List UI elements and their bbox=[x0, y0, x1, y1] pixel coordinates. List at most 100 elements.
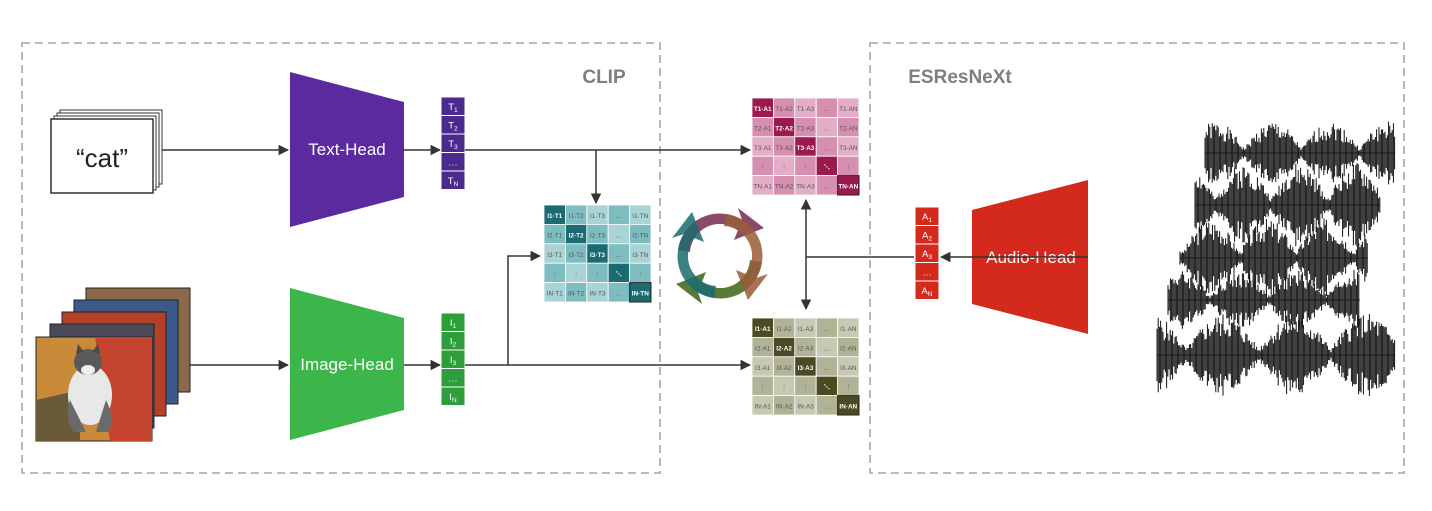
text-embedding-label: TN bbox=[448, 176, 459, 188]
text_audio-matrix-label: TN·A3 bbox=[796, 184, 815, 191]
image_audio-matrix-label: … bbox=[824, 345, 830, 352]
audio-embedding-label: … bbox=[922, 268, 932, 279]
image_text-matrix-label: IN·T2 bbox=[568, 291, 584, 298]
image_text-matrix-label: I2·T2 bbox=[569, 232, 584, 239]
image_text-matrix-label: … bbox=[616, 232, 622, 239]
image_audio-matrix-label: … bbox=[824, 404, 830, 411]
text_audio-matrix-label: T1·A1 bbox=[754, 106, 772, 113]
image-embedding-label: IN bbox=[449, 392, 457, 404]
image-embedding-cell bbox=[440, 386, 466, 406]
text-input-label: “cat” bbox=[76, 143, 128, 173]
image_audio-matrix-label: I1·A1 bbox=[755, 326, 771, 333]
image_audio-matrix-label: IN·A1 bbox=[755, 404, 772, 411]
image_text-matrix-label: … bbox=[616, 213, 622, 220]
text-embedding-cell bbox=[440, 170, 466, 190]
image_text-matrix-label: I3·T2 bbox=[569, 252, 584, 259]
text_audio-matrix-label: T3·A1 bbox=[754, 145, 772, 152]
text_audio-matrix-label: T3·A2 bbox=[775, 145, 793, 152]
text_audio-matrix-label: … bbox=[824, 184, 830, 191]
image-embedding-label: I1 bbox=[450, 318, 457, 330]
image-embedding-label: I3 bbox=[450, 355, 457, 367]
image-head bbox=[290, 288, 404, 440]
image_text-matrix-label: I3·T1 bbox=[547, 252, 562, 259]
image_audio-matrix-label: ⋮ bbox=[781, 384, 787, 391]
text-embedding-label: … bbox=[448, 158, 458, 169]
text_audio-matrix-label: T2·A2 bbox=[775, 125, 793, 132]
image-head-label: Image-Head bbox=[300, 355, 394, 374]
image_audio-matrix-label: I2·A2 bbox=[776, 345, 792, 352]
image-embedding-label: I2 bbox=[450, 337, 457, 349]
image_audio-matrix-label: I2·AN bbox=[840, 345, 857, 352]
image_audio-matrix-label: I2·A1 bbox=[755, 345, 771, 352]
image_audio-matrix-label: ⋱ bbox=[824, 384, 830, 391]
text-embedding-label: T3 bbox=[448, 139, 458, 151]
clip-group-border bbox=[21, 42, 661, 474]
image_text-matrix-label: ⋮ bbox=[552, 271, 558, 278]
image_text-matrix-label: I2·T1 bbox=[547, 232, 562, 239]
text_audio-matrix-label: ⋮ bbox=[760, 164, 766, 171]
image_audio-matrix-label: I3·A2 bbox=[776, 365, 792, 372]
image_text-matrix-label: I3·TN bbox=[632, 252, 648, 259]
image_text-matrix-label: … bbox=[616, 291, 622, 298]
text_audio-matrix-label: T1·AN bbox=[839, 106, 858, 113]
text_audio-matrix-label: T2·AN bbox=[839, 125, 858, 132]
image_audio-matrix-label: IN·A2 bbox=[776, 404, 793, 411]
audio-embedding-label: AN bbox=[921, 286, 932, 298]
image_audio-matrix-label: I3·A3 bbox=[798, 365, 814, 372]
text-head-label: Text-Head bbox=[308, 140, 385, 159]
image_text-matrix-label: I2·TN bbox=[632, 232, 648, 239]
text_audio-matrix-label: T1·A3 bbox=[797, 106, 815, 113]
waveform-icon bbox=[1156, 121, 1396, 396]
text_audio-matrix-label: T2·A1 bbox=[754, 125, 772, 132]
image_audio-matrix-label: … bbox=[824, 326, 830, 333]
esresnext-label: ESResNeXt bbox=[908, 67, 1012, 88]
image_text-matrix-label: IN·TN bbox=[632, 291, 649, 298]
image_audio-matrix-label: I1·A3 bbox=[798, 326, 814, 333]
image_audio-matrix-label: ⋮ bbox=[760, 384, 766, 391]
text_audio-matrix-label: ⋮ bbox=[781, 164, 787, 171]
image-audio-similarity-matrix: I1·A1 I1·A2 I1·A3 … I1·AN I2·A1 I2·A2 I2·A3 … I2·… bbox=[751, 317, 860, 416]
audio-embedding-label: A1 bbox=[922, 212, 932, 224]
cat-photo-icon bbox=[35, 287, 191, 442]
image_text-matrix-label: I1·T2 bbox=[569, 213, 584, 220]
image_audio-matrix-label: … bbox=[824, 365, 830, 372]
image_text-matrix-label: ⋮ bbox=[637, 271, 643, 278]
text_audio-matrix-label: TN·AN bbox=[838, 184, 858, 191]
audio-embedding-label: A2 bbox=[922, 231, 932, 243]
text_audio-matrix-label: T3·AN bbox=[839, 145, 858, 152]
text-head bbox=[290, 72, 404, 227]
image_text-matrix-label: I1·TN bbox=[632, 213, 648, 220]
text_audio-matrix-label: T2·A3 bbox=[797, 125, 815, 132]
image_text-matrix-label: … bbox=[616, 252, 622, 259]
cycle-arrows-icon bbox=[672, 208, 768, 304]
image_audio-matrix-label: I1·A2 bbox=[776, 326, 792, 333]
image_audio-matrix-label: I2·A3 bbox=[798, 345, 814, 352]
image_audio-matrix-label: I1·AN bbox=[840, 326, 857, 333]
text-embedding-label: T2 bbox=[448, 121, 458, 133]
image_audio-matrix-label: ⋮ bbox=[802, 384, 808, 391]
text_audio-matrix-label: … bbox=[824, 145, 830, 152]
image_text-matrix-label: IN·T3 bbox=[590, 291, 606, 298]
text_audio-matrix-label: TN·A2 bbox=[775, 184, 794, 191]
image_text-matrix-label: IN·T1 bbox=[547, 291, 563, 298]
audio-embedding-label: A3 bbox=[922, 249, 932, 261]
connector-lines bbox=[465, 144, 1088, 371]
text_audio-matrix-label: ⋮ bbox=[845, 164, 851, 171]
image_audio-matrix-label: ⋮ bbox=[845, 384, 851, 391]
clip-label: CLIP bbox=[582, 67, 626, 88]
image_text-matrix-label: I3·T3 bbox=[590, 252, 605, 259]
image_text-matrix-label: ⋮ bbox=[594, 271, 600, 278]
image_text-matrix-label: ⋱ bbox=[616, 271, 622, 278]
text_audio-matrix-label: TN·A1 bbox=[753, 184, 772, 191]
text-input-stack: “cat” bbox=[50, 109, 163, 194]
text_audio-matrix-label: ⋮ bbox=[802, 164, 808, 171]
image_text-matrix-label: I2·T3 bbox=[590, 232, 605, 239]
image_audio-matrix-label: I3·AN bbox=[840, 365, 857, 372]
image_audio-matrix-label: I3·A1 bbox=[755, 365, 771, 372]
text_audio-matrix-label: T1·A2 bbox=[775, 106, 793, 113]
